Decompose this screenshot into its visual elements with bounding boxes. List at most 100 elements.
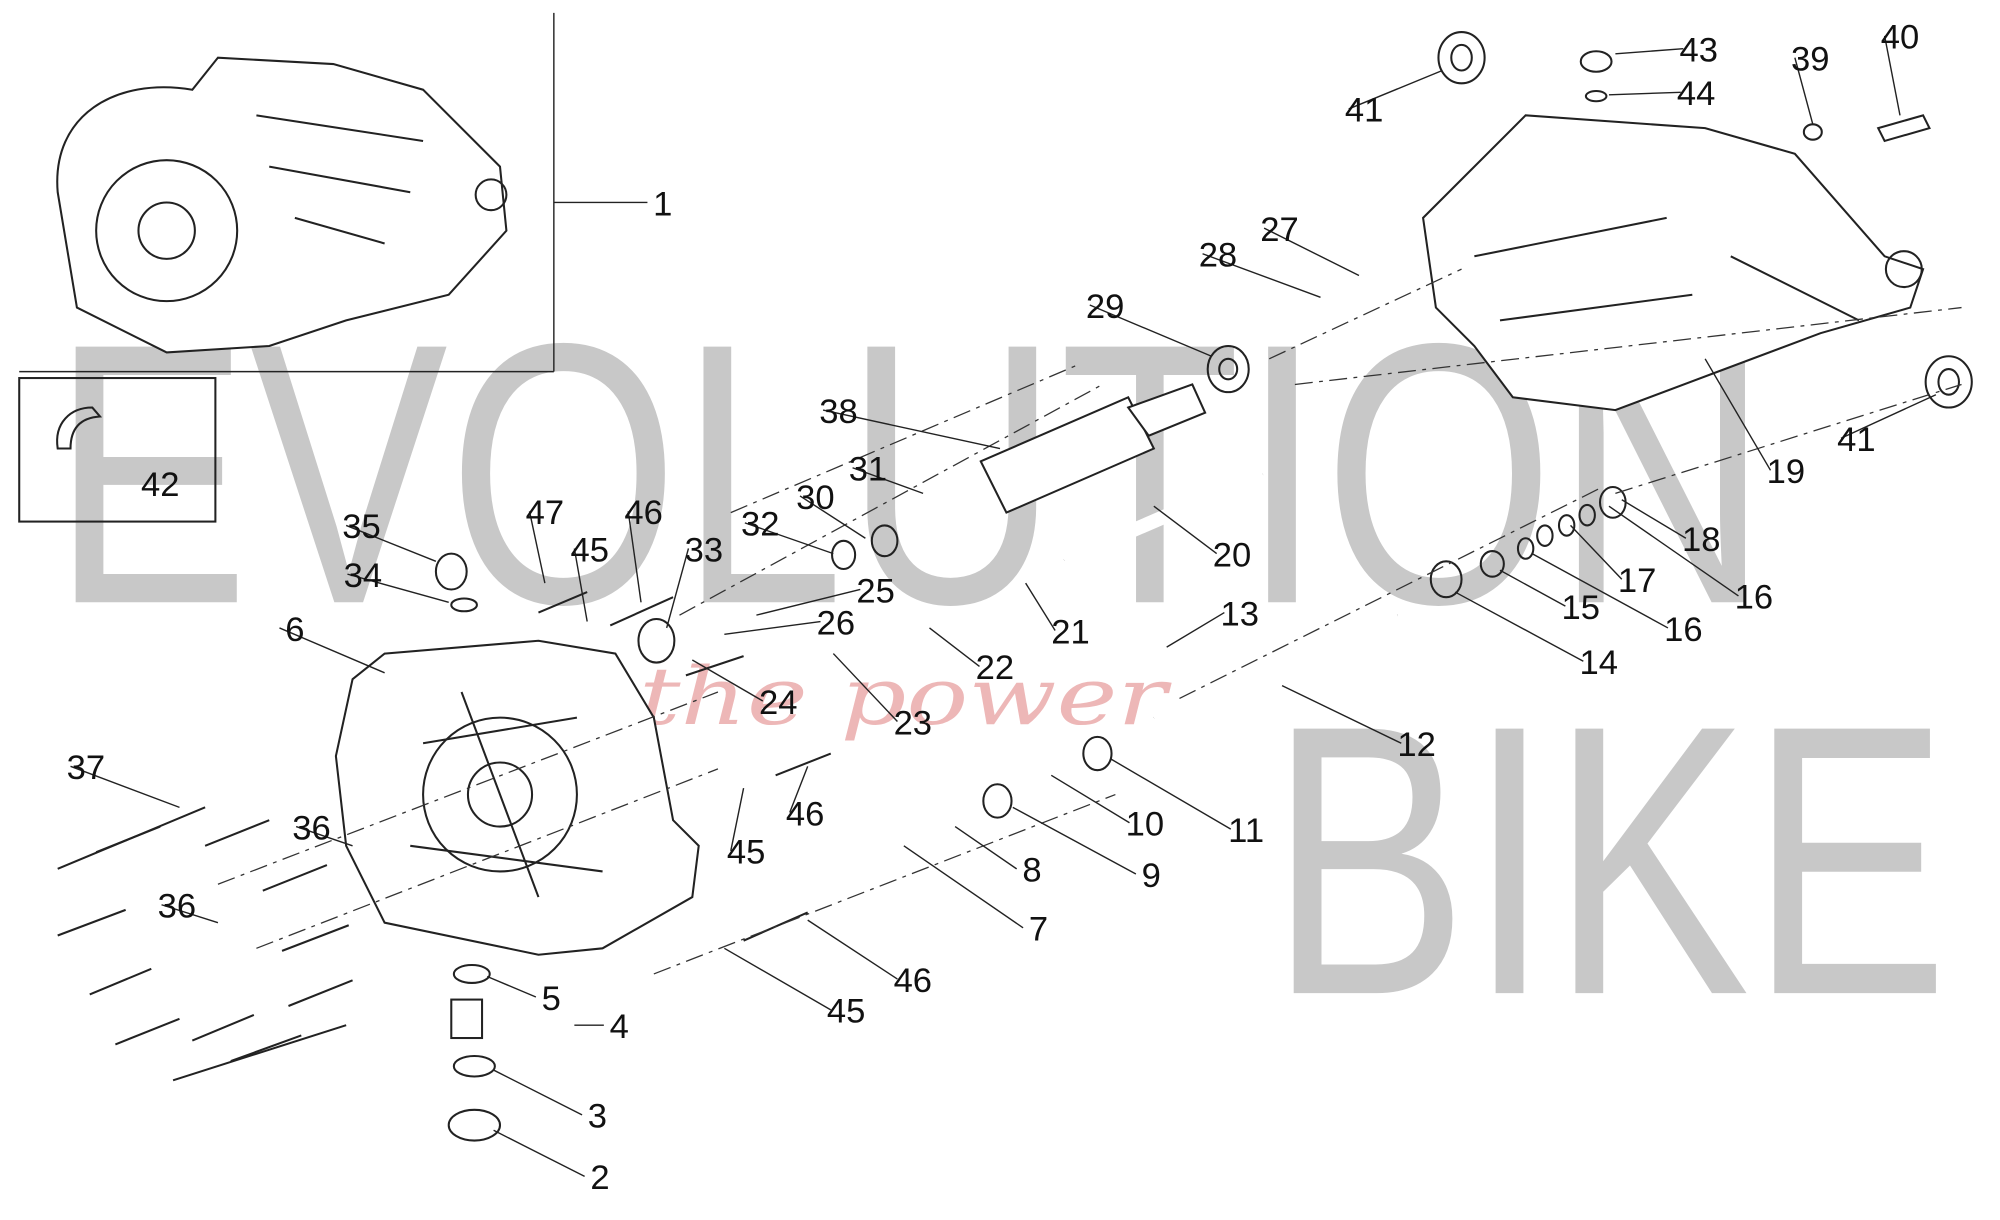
callout-number: 36 (158, 888, 196, 926)
callout-number: 39 (1791, 40, 1829, 78)
leader-line (1531, 552, 1669, 629)
leader-line (665, 548, 690, 629)
callout-number: 46 (624, 494, 662, 532)
right-housing (1421, 114, 1925, 412)
callout-number: 33 (685, 531, 723, 569)
callout-26: 26 (724, 604, 855, 642)
callout-23: 23 (832, 653, 932, 742)
rings (434, 31, 1973, 1142)
callout-number: 7 (1029, 911, 1048, 949)
callout-number: 25 (856, 572, 894, 610)
callout-1: 1 (653, 185, 672, 223)
callout-44: 44 (1608, 75, 1715, 113)
leader-line (1794, 57, 1814, 125)
leader-line (1012, 806, 1137, 875)
callout-number: 16 (1664, 611, 1702, 649)
callout-46: 46 (807, 919, 932, 1000)
callout-number: 44 (1677, 75, 1715, 113)
watermark-bike: BIKE (1269, 646, 1948, 1075)
callout-number: 27 (1260, 211, 1298, 249)
callout-number: 40 (1881, 19, 1919, 57)
leader-line (832, 653, 898, 722)
callout-number: 32 (741, 506, 779, 544)
leader-line (1499, 569, 1566, 607)
callout-10: 10 (1050, 774, 1164, 844)
callout-number: 46 (894, 962, 932, 1000)
callout-17: 17 (1570, 524, 1656, 600)
callout-6: 6 (279, 611, 385, 674)
callout-41: 41 (1837, 394, 1937, 459)
callout-12: 12 (1281, 684, 1436, 764)
leader-line (756, 588, 861, 616)
callout-36: 36 (158, 888, 219, 926)
leader-line (852, 467, 924, 495)
callout-31: 31 (849, 451, 924, 495)
callout-39: 39 (1791, 40, 1830, 125)
callout-43: 43 (1615, 32, 1718, 70)
callout-21: 21 (1025, 582, 1090, 651)
callout-46: 46 (786, 766, 824, 833)
leader-line (1281, 684, 1402, 744)
leader-line (1840, 394, 1937, 439)
leader-line (161, 904, 219, 924)
callout-7: 7 (903, 845, 1048, 949)
callout-number: 30 (796, 479, 834, 517)
callout-number: 35 (342, 508, 380, 546)
callout-number: 18 (1682, 521, 1720, 559)
leader-line (1570, 524, 1623, 580)
callout-number: 41 (1837, 421, 1875, 459)
leader-line (1454, 591, 1584, 662)
callout-number: 36 (292, 809, 330, 847)
leader-line (1608, 505, 1739, 597)
callout-number: 9 (1142, 857, 1161, 895)
callout-41: 41 (1345, 69, 1443, 130)
leader-line (1025, 582, 1056, 631)
callout-number: 26 (817, 604, 855, 642)
kit-box-42 (18, 377, 217, 523)
leader-line (295, 825, 353, 847)
callout-number: 37 (67, 749, 105, 787)
callout-42: 42 (141, 466, 179, 504)
leader-line (528, 511, 546, 584)
callout-number: 6 (285, 611, 304, 649)
leader-line (1704, 358, 1772, 471)
leader-line (799, 495, 866, 539)
callout-34: 34 (344, 557, 449, 603)
leader-line (807, 919, 898, 980)
callout-number: 31 (849, 451, 887, 489)
callout-number: 17 (1618, 562, 1656, 600)
callout-number: 14 (1579, 644, 1617, 682)
leader-line (486, 975, 537, 998)
callout-number: 28 (1199, 237, 1237, 275)
callout-13: 13 (1166, 595, 1259, 648)
callout-11: 11 (1109, 758, 1264, 850)
leader-line (1348, 69, 1443, 110)
leader-line (1202, 253, 1321, 298)
leader-line (730, 787, 745, 852)
callout-27: 27 (1260, 211, 1360, 277)
callout-36: 36 (292, 809, 353, 847)
callout-number: 43 (1679, 32, 1717, 70)
callout-30: 30 (796, 479, 866, 539)
leader-line (573, 548, 588, 622)
callout-35: 35 (342, 508, 437, 562)
callout-16: 16 (1608, 505, 1773, 617)
leader-line (691, 659, 764, 702)
callout-number: 8 (1022, 852, 1041, 890)
callout-47: 47 (526, 494, 564, 584)
leader-line (822, 409, 1001, 450)
leader-line (724, 620, 821, 636)
leader-line (789, 766, 809, 813)
callout-number: 19 (1767, 453, 1805, 491)
callout-33: 33 (665, 531, 723, 629)
callout-number: 20 (1213, 536, 1251, 574)
callout-number: 1 (653, 185, 672, 223)
callout-number: 13 (1220, 595, 1258, 633)
callout-number: 34 (344, 557, 382, 595)
callout-37: 37 (67, 749, 180, 809)
leader-line (1608, 91, 1681, 96)
callout-46: 46 (624, 494, 663, 603)
callout-38: 38 (819, 393, 1001, 450)
leader-line (1615, 47, 1684, 55)
